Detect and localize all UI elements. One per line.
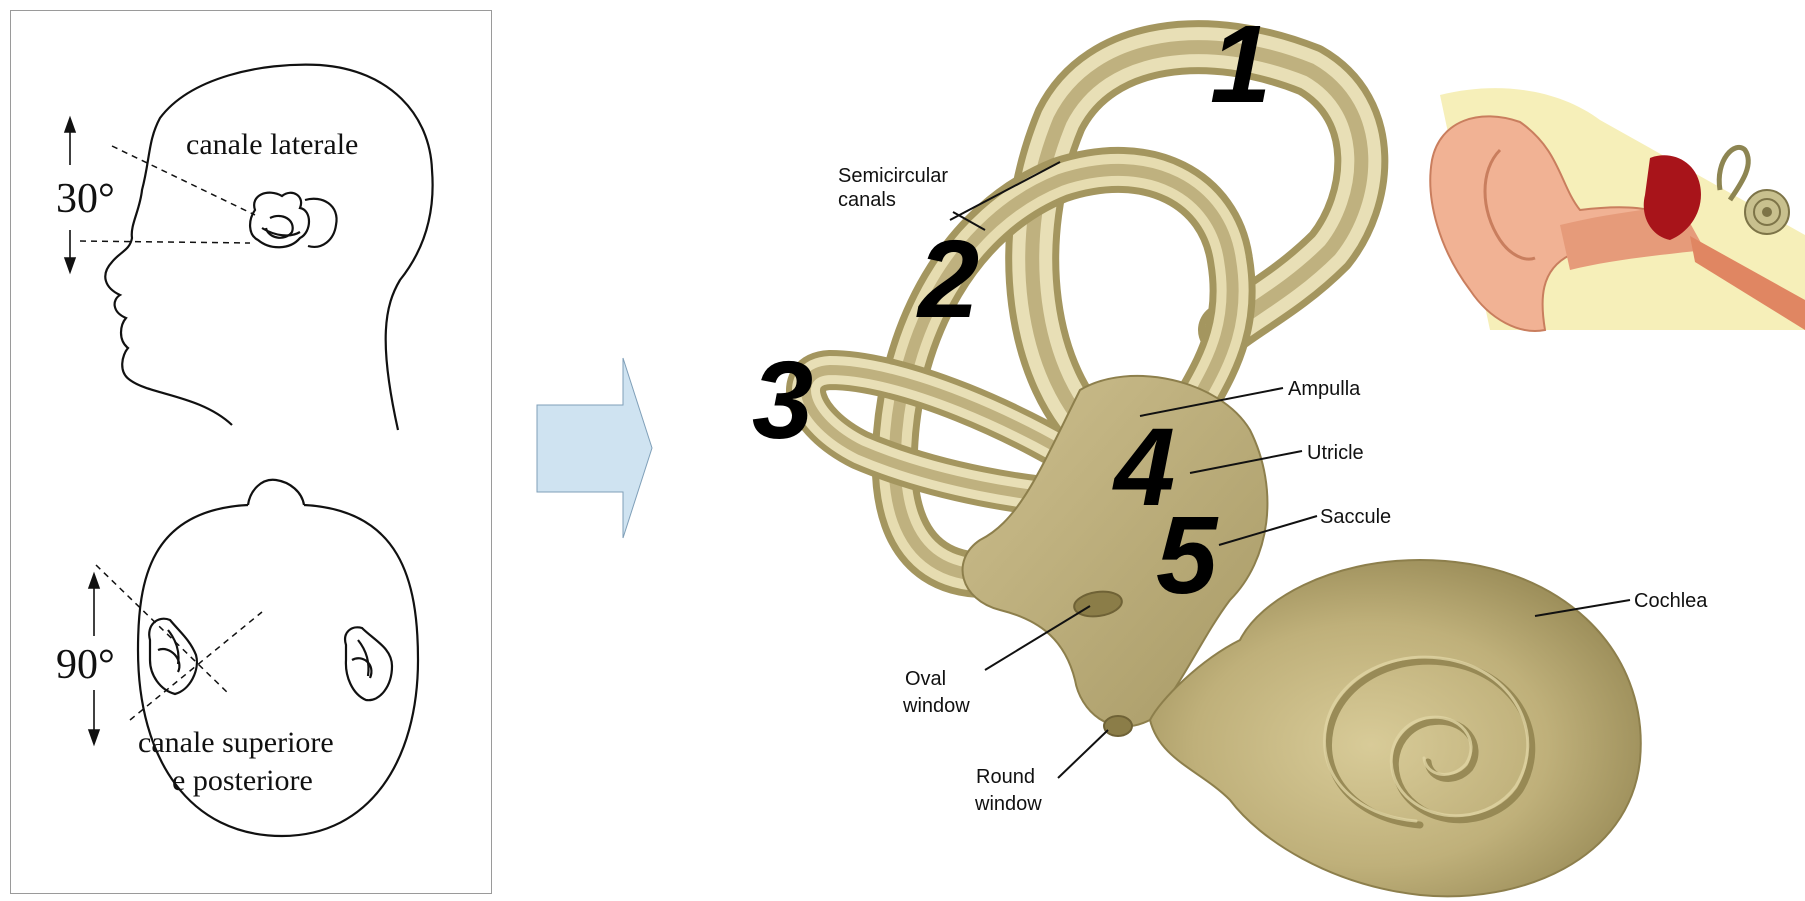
ear-canal-sketch-left — [149, 619, 197, 694]
angle-label-90: 90° — [56, 642, 115, 688]
number-2: 2 — [916, 218, 979, 341]
ear-canal-sketch-right — [345, 627, 392, 700]
head-profile-illustration — [105, 65, 432, 430]
canale-laterale-label: canale laterale — [186, 128, 358, 161]
label-oval-window: window — [902, 695, 970, 717]
label-semicircular: Semicircular — [838, 165, 948, 187]
e-posteriore-label: e posteriore — [172, 764, 313, 797]
label-canals: canals — [838, 189, 896, 211]
label-oval: Oval — [905, 668, 946, 690]
label-utricle: Utricle — [1307, 442, 1364, 464]
label-ampulla: Ampulla — [1288, 378, 1361, 400]
number-1: 1 — [1210, 3, 1271, 126]
canale-superiore-label: canale superiore — [138, 726, 334, 759]
round-window-shape — [1104, 716, 1132, 736]
label-saccule: Saccule — [1320, 506, 1391, 528]
number-3: 3 — [752, 339, 813, 462]
number-5: 5 — [1156, 494, 1219, 617]
outer-ear-inset-illustration — [1430, 88, 1805, 331]
dashed-guide-lines-bottom — [96, 565, 262, 720]
right-arrow-shape — [537, 358, 652, 538]
label-cochlea: Cochlea — [1634, 590, 1708, 612]
label-round-window: window — [974, 793, 1042, 815]
label-round: Round — [976, 766, 1035, 788]
angle-label-30: 30° — [56, 176, 115, 222]
ear-canal-sketch-top — [250, 193, 336, 248]
